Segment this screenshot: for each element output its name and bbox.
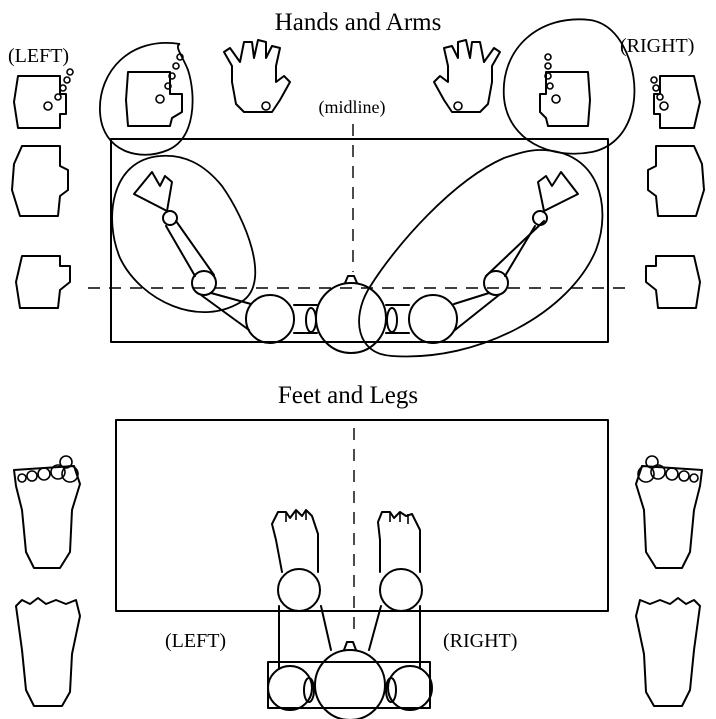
body-base-rectangle (268, 662, 430, 708)
left-hand-icon-circled (126, 54, 183, 126)
right-knee (380, 569, 422, 611)
right-hand-side-icon-row1 (651, 76, 700, 128)
right-foot-icon-row2 (636, 598, 700, 706)
label-right-bottom: (RIGHT) (443, 630, 517, 652)
left-foot-icon-row2 (16, 598, 80, 706)
right-gripper (538, 172, 578, 211)
left-hip (268, 666, 312, 710)
right-foot-icon-row1 (636, 456, 702, 568)
right-shoulder-top (409, 295, 457, 343)
head-nub-top (345, 276, 357, 283)
left-hand-icon-row2 (12, 146, 68, 216)
label-left-bottom: (LEFT) (165, 630, 226, 652)
left-ear-top (306, 308, 316, 332)
right-palm-icon (434, 40, 500, 112)
title-feet-and-legs: Feet and Legs (278, 382, 418, 409)
label-midline: (midline) (319, 97, 386, 118)
left-foot-icon-row1 (14, 456, 80, 568)
right-foot (378, 512, 420, 572)
right-hand-icon-row3 (646, 256, 700, 308)
left-palm-icon (224, 40, 290, 112)
left-hand-icon-row3 (16, 256, 70, 308)
right-hip (388, 666, 432, 710)
legs-workspace-rectangle (116, 420, 608, 611)
circle-right-hand (504, 19, 635, 153)
right-hand-icon-circled (540, 54, 590, 126)
left-hand-side-icon-row1 (14, 69, 73, 128)
label-left-top: (LEFT) (8, 45, 69, 67)
label-right-top: (RIGHT) (620, 35, 694, 57)
right-wrist (533, 211, 547, 225)
left-gripper (134, 172, 172, 211)
left-foot (272, 510, 318, 572)
left-shoulder-top (246, 295, 294, 343)
right-hand-icon-row2 (648, 146, 704, 216)
left-knee (278, 569, 320, 611)
left-elbow (192, 271, 216, 295)
right-ear-top (387, 308, 397, 332)
left-wrist (163, 211, 177, 225)
title-hands-and-arms: Hands and Arms (275, 9, 442, 36)
head-nub-bottom (344, 642, 356, 650)
